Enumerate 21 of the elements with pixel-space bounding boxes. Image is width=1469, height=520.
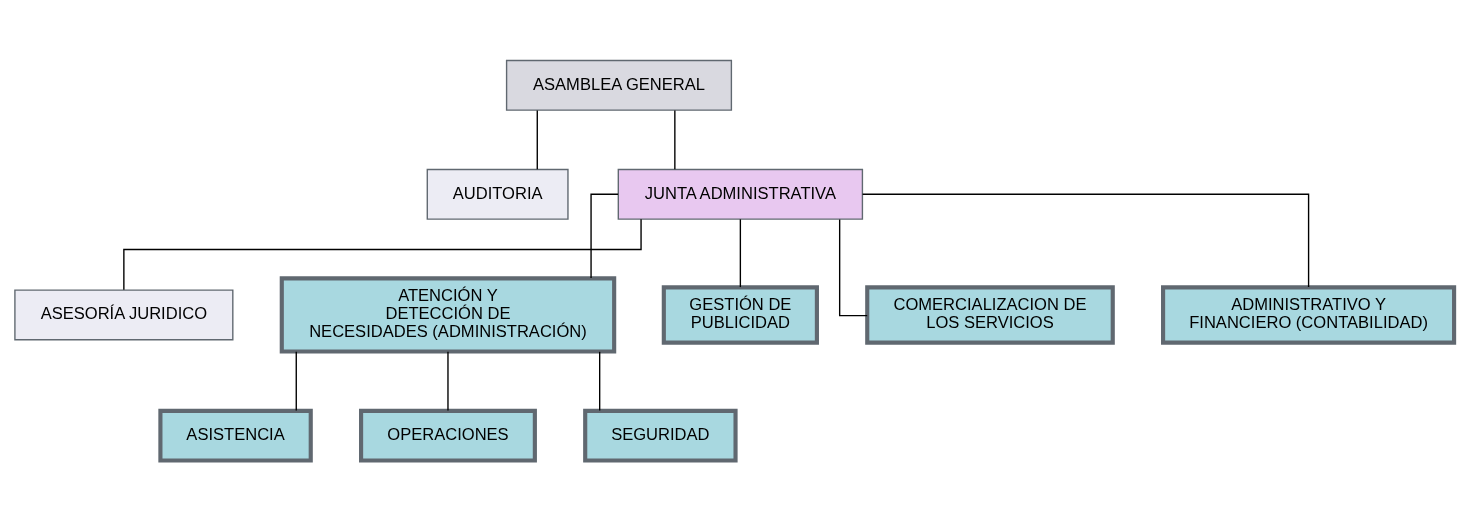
- node-box: ATENCIÓN Y DETECCIÓN DE NECESIDADES (ADMINISTRACIÓN): [279, 275, 617, 354]
- node-box: SEGURIDAD: [583, 408, 738, 463]
- node-box: AUDITORIA: [426, 168, 569, 220]
- connector: [674, 109, 676, 170]
- node-box: GESTIÓN DE PUBLICIDAD: [661, 284, 819, 345]
- connector: [123, 218, 642, 291]
- connector: [536, 109, 538, 170]
- connector: [599, 350, 601, 411]
- connector: [295, 350, 297, 411]
- node-box: ASISTENCIA: [158, 408, 313, 463]
- node-box: ASAMBLEA GENERAL: [505, 59, 733, 111]
- node-box: COMERCIALIZACION DE LOS SERVICIOS: [865, 284, 1115, 345]
- node-box: ADMINISTRATIVO Y FINANCIERO (CONTABILIDAD): [1161, 284, 1457, 345]
- node-box: OPERACIONES: [359, 408, 537, 463]
- node-box: JUNTA ADMINISTRATIVA: [617, 168, 864, 220]
- connector: [739, 218, 742, 288]
- connector: [838, 218, 868, 316]
- connector: [861, 193, 1310, 288]
- connector: [590, 193, 619, 279]
- connector: [447, 350, 449, 411]
- node-box: ASESORÍA JURIDICO: [14, 288, 234, 340]
